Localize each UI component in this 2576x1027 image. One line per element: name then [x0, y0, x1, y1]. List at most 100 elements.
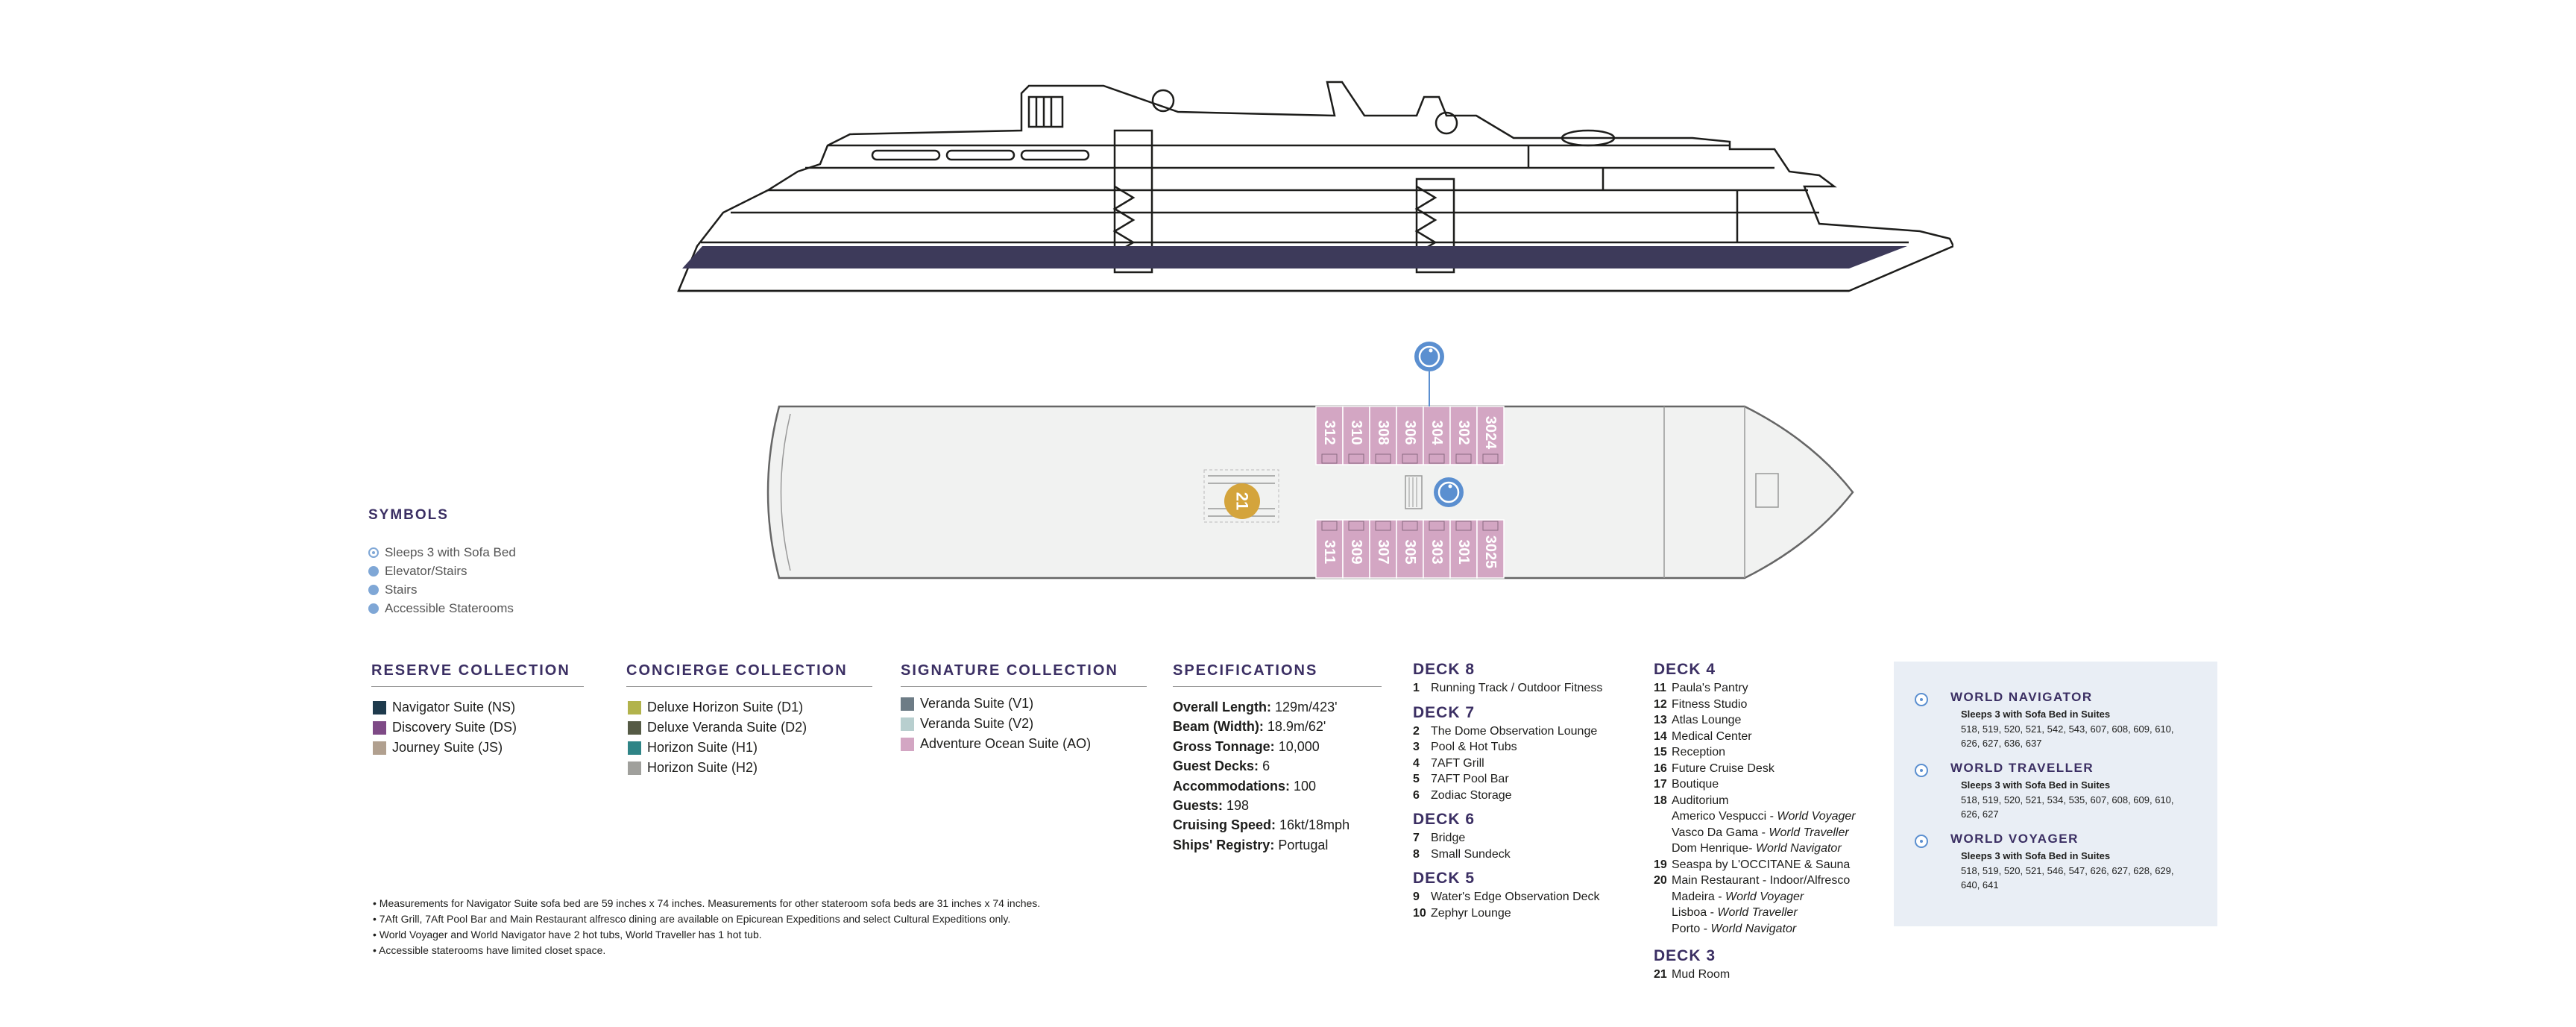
accessible-icon — [1434, 477, 1464, 507]
stateroom-bathroom — [1348, 521, 1364, 531]
legend-item: Navigator Suite (NS) — [373, 697, 517, 717]
legend-swatch — [373, 700, 386, 714]
reserve-collection-title: RESERVE COLLECTION — [371, 662, 570, 679]
spec-row: Overall Length: 129m/423' — [1173, 700, 1338, 714]
spec-row: Gross Tonnage: 10,000 — [1173, 738, 1320, 754]
specifications-list: Overall Length: 129m/423' Beam (Width): … — [1173, 697, 1350, 855]
legend-item: Adventure Ocean Suite (AO) — [901, 734, 1091, 754]
sofa-bed-icon — [1915, 764, 1928, 777]
deck-3-title: DECK 3 — [1654, 947, 1716, 964]
ship-name: WORLD VOYAGER — [1950, 832, 2079, 846]
stateroom — [1342, 406, 1370, 465]
stateroom — [1369, 519, 1397, 579]
legend-swatch — [628, 761, 641, 775]
ship-sleeps: Sleeps 3 with Sofa Bed in Suites — [1961, 709, 2111, 720]
symbols-list: Sleeps 3 with Sofa Bed Elevator/Stairs S… — [368, 543, 516, 618]
stateroom-bathroom — [1402, 521, 1418, 531]
spec-row: Guests: 198 — [1173, 797, 1250, 813]
deck-6-title: DECK 6 — [1413, 811, 1476, 828]
stateroom — [1476, 519, 1505, 579]
sofa-bed-icon — [1915, 693, 1928, 706]
stateroom-bathroom — [1321, 453, 1338, 464]
divider — [901, 686, 1147, 687]
stateroom-bathroom — [1455, 521, 1472, 531]
legend-swatch — [901, 717, 914, 731]
ship-cabins: 518, 519, 520, 521, 546, 547, 626, 627, … — [1961, 865, 2174, 891]
stateroom-number: 310 — [1348, 420, 1364, 445]
ship-profile — [677, 81, 1953, 292]
stateroom — [1449, 519, 1478, 579]
legend-item: Deluxe Veranda Suite (D2) — [628, 717, 807, 738]
stateroom-bathroom — [1455, 453, 1472, 464]
signature-collection-title: SIGNATURE COLLECTION — [901, 662, 1118, 679]
stateroom — [1396, 406, 1424, 465]
sofa-bed-icon — [1915, 835, 1928, 848]
spec-row: Guest Decks: 6 — [1173, 759, 1270, 774]
reserve-collection-list: Navigator Suite (NS) Discovery Suite (DS… — [373, 697, 517, 758]
stateroom-number: 306 — [1402, 420, 1418, 445]
footnote: • 7Aft Grill, 7Aft Pool Bar and Main Res… — [373, 913, 1011, 925]
deck-marker-label: 21 — [1233, 492, 1252, 510]
deck-subitem: Porto - World Navigator — [1672, 922, 1797, 935]
stateroom-bathroom — [1402, 453, 1418, 464]
ship-sleeps: Sleeps 3 with Sofa Bed in Suites — [1961, 850, 2111, 861]
divider — [1173, 686, 1382, 687]
stateroom-bathroom — [1375, 453, 1391, 464]
legend-swatch — [901, 697, 914, 711]
stateroom-number: 309 — [1348, 539, 1364, 564]
divider — [626, 686, 872, 687]
legend-item: Discovery Suite (DS) — [373, 717, 517, 738]
stateroom-bathroom — [1482, 521, 1499, 531]
legend-swatch — [628, 741, 641, 755]
legend-item: Veranda Suite (V2) — [901, 714, 1091, 734]
legend-swatch — [628, 700, 641, 714]
stateroom-number: 304 — [1429, 420, 1445, 445]
deck-subitem: Vasco Da Gama - World Traveller — [1672, 826, 1849, 839]
accessible-icon — [1414, 342, 1444, 406]
spec-row: Beam (Width): 18.9m/62' — [1173, 719, 1326, 735]
stateroom — [1449, 406, 1478, 465]
legend-swatch — [373, 720, 386, 735]
deck-subitem: Madeira - World Voyager — [1672, 890, 1804, 903]
stateroom-number: 3025 — [1482, 536, 1499, 569]
stateroom-bathroom — [1348, 453, 1364, 464]
deck-marker — [1224, 483, 1260, 519]
specifications-title: SPECIFICATIONS — [1173, 662, 1318, 679]
stateroom — [1315, 519, 1344, 579]
deck-subitem: Dom Henrique- World Navigator — [1672, 842, 1842, 855]
stateroom-number: 307 — [1375, 539, 1391, 564]
stateroom-number: 302 — [1455, 420, 1472, 445]
symbols-title: SYMBOLS — [368, 507, 449, 523]
elevator-icon — [368, 565, 379, 577]
concierge-collection-list: Deluxe Horizon Suite (D1) Deluxe Veranda… — [628, 697, 807, 778]
ship-sleeps: Sleeps 3 with Sofa Bed in Suites — [1961, 779, 2111, 791]
deck-8-title: DECK 8 — [1413, 661, 1476, 678]
stateroom-bathroom — [1429, 521, 1445, 531]
concierge-collection-title: CONCIERGE COLLECTION — [626, 662, 848, 679]
legend-item: Horizon Suite (H1) — [628, 738, 807, 758]
stateroom — [1315, 406, 1344, 465]
stateroom-number: 303 — [1429, 539, 1445, 564]
deck-7-title: DECK 7 — [1413, 703, 1476, 721]
symbol-item: Sleeps 3 with Sofa Bed — [368, 543, 516, 562]
legend-item: Horizon Suite (H2) — [628, 758, 807, 778]
ship-cabins: 518, 519, 520, 521, 542, 543, 607, 608, … — [1961, 723, 2174, 749]
